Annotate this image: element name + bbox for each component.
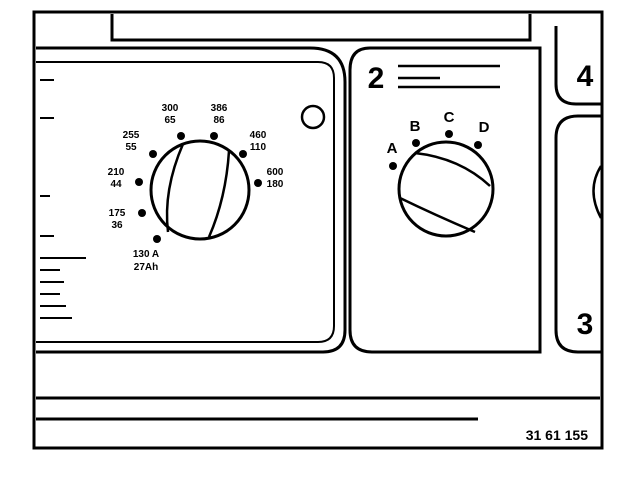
dial-label-bottom: 44 [110,179,122,190]
left-scale-ticks [40,79,86,319]
dial-label-top: 600 [267,167,284,178]
panel-4-border [554,26,601,106]
top-bracket [110,14,532,42]
mode-position-labels: A B C D [387,109,490,157]
outer-frame [32,10,604,450]
dial-label-bottom: 55 [125,142,137,153]
panel-3-border [554,114,601,354]
dial-label-top: 460 [250,130,267,141]
current-selector-knob[interactable] [149,139,251,241]
dial-label-bottom: 27Ah [134,262,158,273]
panel-1-border [36,46,347,354]
panel-3-number: 3 [577,308,594,341]
mode-label-b: B [410,118,421,135]
dial-label-bottom: 65 [164,115,176,126]
panel-2-border [348,46,542,354]
mode-label-c: C [444,109,455,126]
dial-label-top: 130 A [133,249,159,260]
panel-2-title-lines [398,64,500,89]
dial-label-bottom: 36 [111,220,123,231]
mode-label-a: A [387,140,398,157]
dial-label-bottom: 86 [213,115,225,126]
mode-position-dots [389,130,482,170]
dial-label-bottom: 180 [267,179,284,190]
panel-4-number: 4 [577,60,594,93]
reference-number: 31 61 155 [526,427,588,443]
panel-3-partial-knob [592,165,603,219]
dial-label-top: 300 [162,103,179,114]
bottom-lines [36,396,600,421]
dial-label-top: 386 [211,103,228,114]
mode-selector-knob[interactable] [397,140,495,238]
current-dial-labels: 300 65 386 86 255 55 460 110 210 44 600 … [108,103,284,273]
current-position-dots [135,132,262,243]
dial-label-top: 175 [109,208,126,219]
dial-label-top: 255 [123,130,140,141]
dial-label-top: 210 [108,167,125,178]
mode-label-d: D [479,119,490,136]
panel-1-inner [36,61,335,343]
panel-2-number: 2 [368,62,385,95]
dial-label-bottom: 110 [250,142,267,153]
indicator-lamp-icon [300,104,326,130]
